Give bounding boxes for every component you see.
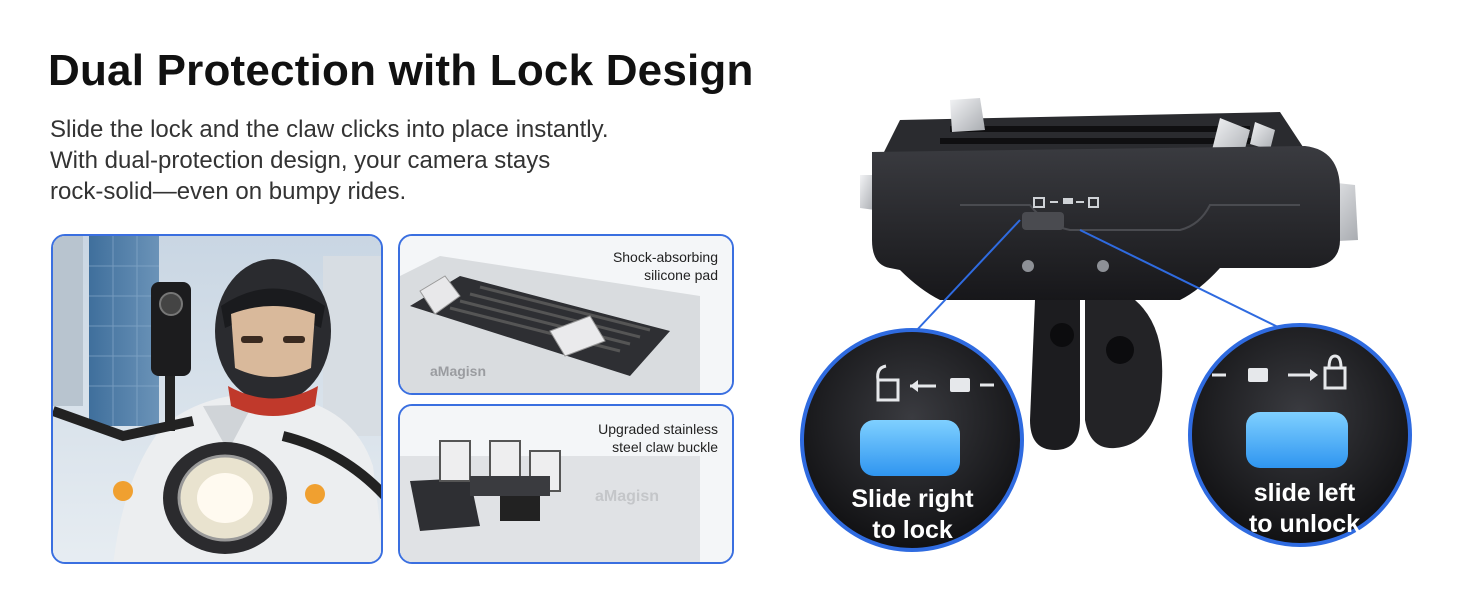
lock-callout: Slide right to lock xyxy=(820,484,1005,546)
brand-mark: aMagisn xyxy=(430,363,486,379)
caption-line: silicone pad xyxy=(644,267,718,283)
rider-illustration xyxy=(53,236,381,562)
callout-line: to unlock xyxy=(1248,510,1361,538)
rider-photo-card xyxy=(51,234,383,564)
callout-line: Slide right xyxy=(851,485,974,513)
claw-buckle-illustration: aMagisn xyxy=(400,406,732,562)
callout-line: slide left xyxy=(1253,479,1356,507)
silicone-pad-caption: Shock-absorbing silicone pad xyxy=(613,248,718,284)
caption-line: steel claw buckle xyxy=(612,439,718,455)
caption-line: Shock-absorbing xyxy=(612,249,718,265)
silicone-pad-illustration: aMagisn xyxy=(400,236,732,393)
page-title: Dual Protection with Lock Design xyxy=(48,46,754,95)
brand-mark: aMagisn xyxy=(595,488,659,505)
description-line: Slide the lock and the claw clicks into … xyxy=(50,116,609,143)
caption-line: Upgraded stainless xyxy=(598,421,718,437)
claw-buckle-card: aMagisn Upgraded stainless steel claw bu… xyxy=(398,404,734,564)
silicone-pad-card: aMagisn Shock-absorbing silicone pad xyxy=(398,234,734,395)
unlock-callout: slide left to unlock xyxy=(1212,478,1397,540)
callout-line: to lock xyxy=(872,516,953,544)
claw-buckle-caption: Upgraded stainless steel claw buckle xyxy=(598,420,718,456)
description-line: With dual-protection design, your camera… xyxy=(50,147,551,174)
mount-product-illustration xyxy=(800,98,1412,552)
description: Slide the lock and the claw clicks into … xyxy=(50,114,750,207)
description-line: rock-solid—even on bumpy rides. xyxy=(50,178,407,205)
